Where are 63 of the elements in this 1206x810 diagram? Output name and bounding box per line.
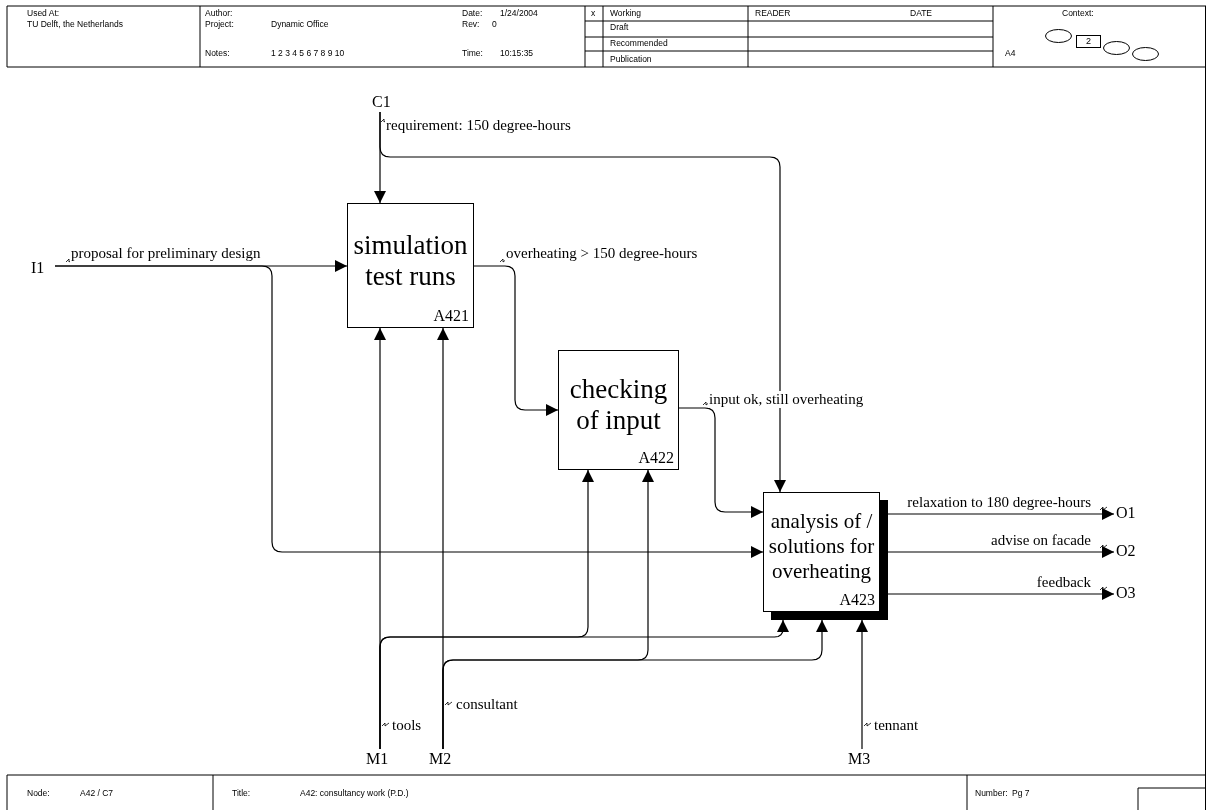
boundary-code: O2 xyxy=(1116,541,1142,561)
form-field-text: TU Delft, the Netherlands xyxy=(27,19,123,30)
activity-number: A422 xyxy=(638,449,674,467)
form-field-text: Author: xyxy=(205,8,233,19)
form-field-text: Used At: xyxy=(27,8,60,19)
form-field-text: A42 / C7 xyxy=(80,788,114,799)
boundary-code: M3 xyxy=(848,749,876,769)
form-field-text: Draft xyxy=(610,22,629,33)
form-field-text: Title: xyxy=(232,788,251,799)
form-field-text: Rev: xyxy=(462,19,480,30)
form-field-text: 0 xyxy=(492,19,497,30)
boundary-code: O1 xyxy=(1116,503,1142,523)
form-field-text: Project: xyxy=(205,19,234,30)
edge-label: requirement: 150 degree-hours xyxy=(385,117,572,134)
activity-box xyxy=(347,203,474,328)
form-field-text: Publication xyxy=(610,54,652,65)
activity-box xyxy=(558,350,679,470)
arrow xyxy=(856,619,868,750)
edge-label: proposal for preliminary design xyxy=(70,245,262,262)
form-field-text: Working xyxy=(610,8,642,19)
edge-label: overheating > 150 degree-hours xyxy=(505,245,699,262)
form-field-text: READER xyxy=(755,8,791,19)
form-field-text: 1/24/2004 xyxy=(500,8,538,19)
activity-title: checking of input xyxy=(568,374,669,437)
activity-title: analysis of / solutions for overheating xyxy=(767,508,876,584)
arrow xyxy=(887,546,1115,558)
boundary-code: O3 xyxy=(1116,583,1142,603)
activity-title: simulation test runs xyxy=(352,229,469,292)
ellipse-outline xyxy=(1045,29,1072,43)
arrow xyxy=(678,407,764,518)
activity-number: A423 xyxy=(839,591,875,609)
arrow xyxy=(442,619,828,750)
form-field-text: Context: xyxy=(1062,8,1094,19)
arrow xyxy=(887,588,1115,600)
edge-label: input ok, still overheating xyxy=(708,391,865,408)
boundary-code: I1 xyxy=(31,258,53,278)
form-field-text: Time: xyxy=(462,48,483,59)
arrow xyxy=(379,111,786,493)
form-field-text: Pg 7 xyxy=(1012,788,1030,799)
form-field-text: Notes: xyxy=(205,48,230,59)
form-field-text: Recommended xyxy=(610,38,668,49)
context-number: 2 xyxy=(1076,35,1101,48)
boundary-code: C1 xyxy=(372,92,396,112)
arrow xyxy=(887,508,1115,520)
form-field-text: Node: xyxy=(27,788,50,799)
form-field-text: A4 xyxy=(1005,48,1016,59)
form-field-text: Number: xyxy=(975,788,1008,799)
ellipse-outline xyxy=(1103,41,1130,55)
arrow xyxy=(473,265,559,416)
arrow xyxy=(54,265,764,558)
form-field-text: Dynamic Office xyxy=(271,19,329,30)
form-field-text: 1 2 3 4 5 6 7 8 9 10 xyxy=(271,48,345,59)
form-field-text: A42: consultancy work (P.D.) xyxy=(300,788,409,799)
ellipse-outline xyxy=(1132,47,1159,61)
arrow xyxy=(379,619,789,750)
form-field-text: Date: xyxy=(462,8,483,19)
boundary-code: M1 xyxy=(366,749,394,769)
form-field-text: DATE xyxy=(910,8,933,19)
activity-number: A421 xyxy=(433,307,469,325)
edge-label: relaxation to 180 degree-hours xyxy=(906,494,1092,511)
form-field-text: x xyxy=(591,8,596,19)
boundary-code: M2 xyxy=(429,749,457,769)
form-field-text: 10:15:35 xyxy=(500,48,534,59)
